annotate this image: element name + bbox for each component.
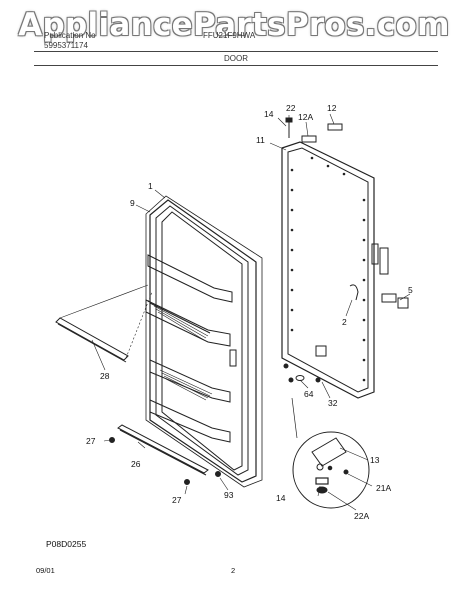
part-label-14-detail: 14 (276, 493, 286, 503)
part-label-26: 26 (131, 459, 141, 469)
footer-page-number: 2 (231, 566, 236, 575)
part-label-27-bottom: 27 (172, 495, 182, 505)
section-title: DOOR (224, 54, 248, 63)
drawing-code: P08D0255 (46, 539, 87, 549)
part-label-28: 28 (100, 371, 110, 381)
part-label-14-top: 14 (264, 109, 274, 119)
part-label-21A: 21A (376, 483, 392, 493)
part-label-12: 12 (327, 103, 337, 113)
hinge-detail-callout (291, 397, 370, 509)
part-12A (301, 135, 317, 143)
part-label-11: 11 (256, 135, 265, 145)
part-label-32: 32 (328, 398, 338, 408)
part-label-27-left: 27 (86, 436, 96, 446)
part-label-13: 13 (370, 455, 380, 465)
part-label-22A: 22A (354, 511, 370, 521)
publication-label: Publication No (44, 31, 96, 40)
part-label-22: 22 (286, 103, 296, 113)
part-label-93: 93 (224, 490, 234, 500)
publication-number: 5995371174 (44, 41, 88, 50)
footer-date: 09/01 (36, 566, 55, 575)
door-liner (145, 195, 263, 488)
part-label-5: 5 (408, 285, 413, 295)
outer-door-panel (281, 141, 409, 399)
door-bar-26 (117, 424, 209, 476)
part-label-64: 64 (304, 389, 314, 399)
watermark-logo: AppliancePartsPros.com (18, 7, 450, 43)
model-number: FFU21F9HWA (203, 31, 256, 40)
part-label-2: 2 (342, 317, 347, 327)
door-bar-28 (55, 317, 129, 363)
header-divider-top (34, 51, 438, 52)
screw-22 (285, 117, 293, 123)
part-12 (327, 123, 343, 131)
part-label-12A: 12A (298, 112, 314, 122)
part-label-9: 9 (130, 198, 135, 208)
header-divider-bottom (34, 65, 438, 66)
part-label-1: 1 (148, 181, 153, 191)
